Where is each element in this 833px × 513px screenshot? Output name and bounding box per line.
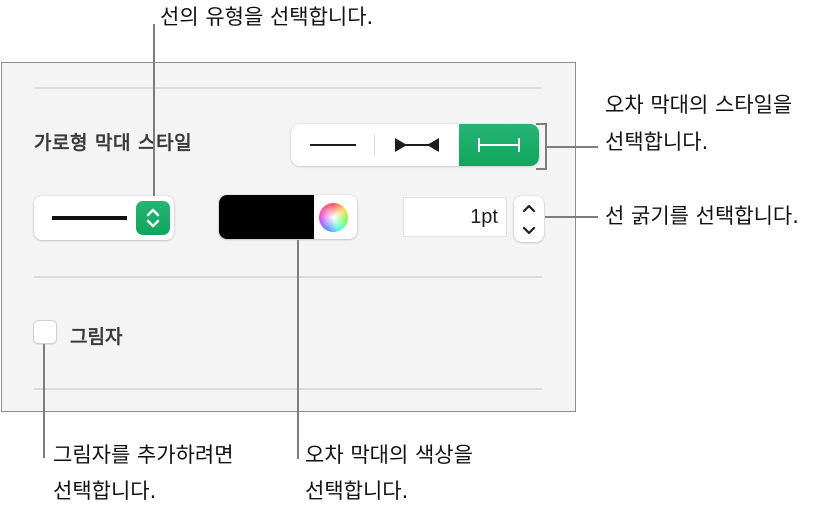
flat-caps-line-icon xyxy=(478,138,520,152)
divider-top xyxy=(34,87,542,89)
leader-stroke-width xyxy=(545,216,598,218)
error-bar-color-well[interactable] xyxy=(219,195,357,239)
stroke-width-decrement[interactable] xyxy=(514,219,544,242)
bracket-style-vertical xyxy=(545,123,547,170)
up-down-chevron-icon xyxy=(146,208,160,228)
stroke-width-increment[interactable] xyxy=(514,196,544,219)
leader-shadow xyxy=(43,344,45,458)
callout-color-line1: 오차 막대의 색상을 xyxy=(305,443,473,467)
chevron-up-icon xyxy=(522,204,536,212)
bracket-style-bottom xyxy=(536,168,546,170)
solid-line-sample-icon xyxy=(52,216,127,220)
color-wheel-icon[interactable] xyxy=(319,203,348,232)
callout-color-line2: 선택합니다. xyxy=(305,479,409,503)
shadow-checkbox[interactable] xyxy=(33,320,57,344)
chevron-down-icon xyxy=(522,226,536,234)
callout-line-type: 선의 유형을 선택합니다. xyxy=(160,5,374,29)
leader-line-type xyxy=(153,24,155,196)
section-label-horizontal-bar-style: 가로형 막대 스타일 xyxy=(34,132,193,154)
divider-bottom xyxy=(34,388,542,390)
stroke-width-input[interactable]: 1pt xyxy=(403,197,507,237)
line-type-popup-button[interactable] xyxy=(34,196,174,240)
callout-shadow-line2: 선택합니다. xyxy=(53,479,157,503)
color-swatch[interactable] xyxy=(219,195,314,239)
callout-stroke-width: 선 굵기를 선택합니다. xyxy=(605,204,799,228)
callout-shadow-line1: 그림자를 추가하려면 xyxy=(53,443,234,467)
callout-style-line2: 선택합니다. xyxy=(605,130,709,154)
divider-middle xyxy=(34,276,542,278)
segment-line-only[interactable] xyxy=(291,124,374,166)
callout-style-line1: 오차 막대의 스타일을 xyxy=(605,93,793,117)
error-bar-style-segmented-control xyxy=(291,124,539,166)
shadow-checkbox-label: 그림자 xyxy=(70,326,123,348)
leader-color xyxy=(297,240,299,459)
segment-arrow-caps[interactable] xyxy=(375,124,459,166)
arrow-caps-line-icon xyxy=(395,138,439,152)
leader-style xyxy=(546,146,598,148)
stroke-width-stepper[interactable] xyxy=(514,196,544,242)
segment-separator xyxy=(374,134,375,156)
line-type-stepper[interactable] xyxy=(136,201,170,235)
segment-flat-caps[interactable] xyxy=(459,124,539,166)
plain-line-icon xyxy=(309,144,356,146)
bracket-style-top xyxy=(536,123,546,125)
